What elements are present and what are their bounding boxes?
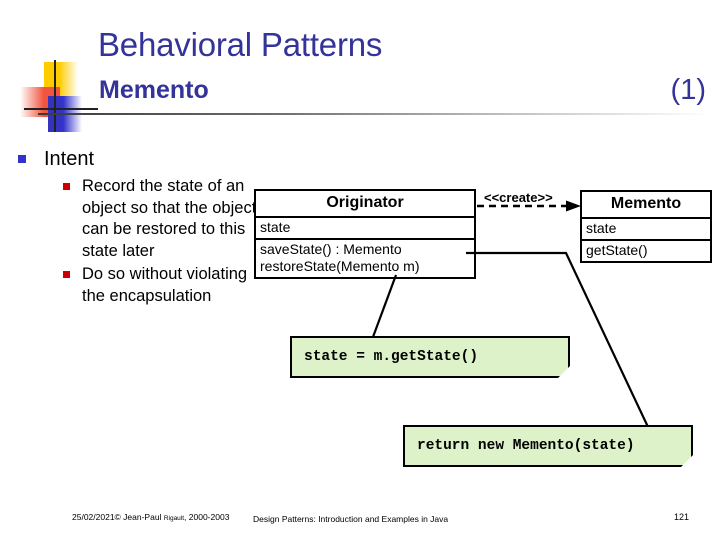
note-text: state = m.getState() <box>304 349 479 365</box>
dependency-arrowhead <box>566 200 581 212</box>
footer-date-author: 25/02/2021© Jean-Paul Rigault, 2000-2003 <box>72 512 229 522</box>
bullet-marker-square <box>63 271 70 278</box>
slide-header: Behavioral Patterns Memento (1) <box>0 0 720 132</box>
uml-operation-compartment: saveState() : Memento restoreState(Memen… <box>256 240 474 277</box>
uml-attribute-compartment: state <box>582 219 710 241</box>
uml-class-name: Originator <box>256 191 474 218</box>
slide-title: Behavioral Patterns <box>98 26 383 63</box>
uml-attribute: state <box>586 220 617 236</box>
logo-vertical-line <box>54 60 56 132</box>
sub-bullet-label: Record the state of an object so that th… <box>82 177 257 260</box>
decorative-logo <box>18 60 98 132</box>
bullet-marker-square <box>63 183 70 190</box>
uml-operation: restoreState(Memento m) <box>260 258 420 274</box>
uml-note-return: return new Memento(state) <box>403 425 693 467</box>
bullet-list: Intent Record the state of an object so … <box>14 146 264 309</box>
sub-bullet-item: Record the state of an object so that th… <box>61 176 264 262</box>
sub-bullet-list: Record the state of an object so that th… <box>61 176 264 307</box>
sub-bullet-label: Do so without violating the encapsulatio… <box>82 265 248 305</box>
note-anchor-restorestate <box>371 274 398 338</box>
uml-class-originator: Originator state saveState() : Memento r… <box>254 189 476 279</box>
footer-author-years: , 2000-2003 <box>184 512 230 522</box>
uml-attribute: state <box>260 219 291 235</box>
uml-operation: getState() <box>586 242 648 258</box>
bullet-marker-square <box>18 155 26 163</box>
bullet-label: Intent <box>44 148 95 170</box>
sub-bullet-item: Do so without violating the encapsulatio… <box>61 264 264 307</box>
note-anchor-line <box>371 274 398 338</box>
bullet-item-intent: Intent <box>14 146 264 172</box>
uml-attribute-compartment: state <box>256 218 474 240</box>
header-divider <box>38 113 710 115</box>
footer-page-number: 121 <box>674 512 690 522</box>
slide-subtitle: Memento <box>99 76 209 104</box>
uml-class-memento: Memento state getState() <box>580 190 712 263</box>
footer-author-surname: Rigault <box>163 515 185 522</box>
uml-operation-compartment: getState() <box>582 241 710 261</box>
slide-counter: (1) <box>670 74 706 106</box>
logo-horizontal-line <box>24 108 98 110</box>
footer-course-title: Design Patterns: Introduction and Exampl… <box>253 514 449 524</box>
note-text: return new Memento(state) <box>417 438 635 454</box>
footer-date-copyright: 25/02/2021© Jean-Paul <box>72 512 164 522</box>
uml-note-getstate: state = m.getState() <box>290 336 570 378</box>
uml-operation: saveState() : Memento <box>260 241 402 257</box>
uml-class-name: Memento <box>582 192 710 219</box>
uml-dependency-stereotype-label: <<create>> <box>484 190 553 205</box>
